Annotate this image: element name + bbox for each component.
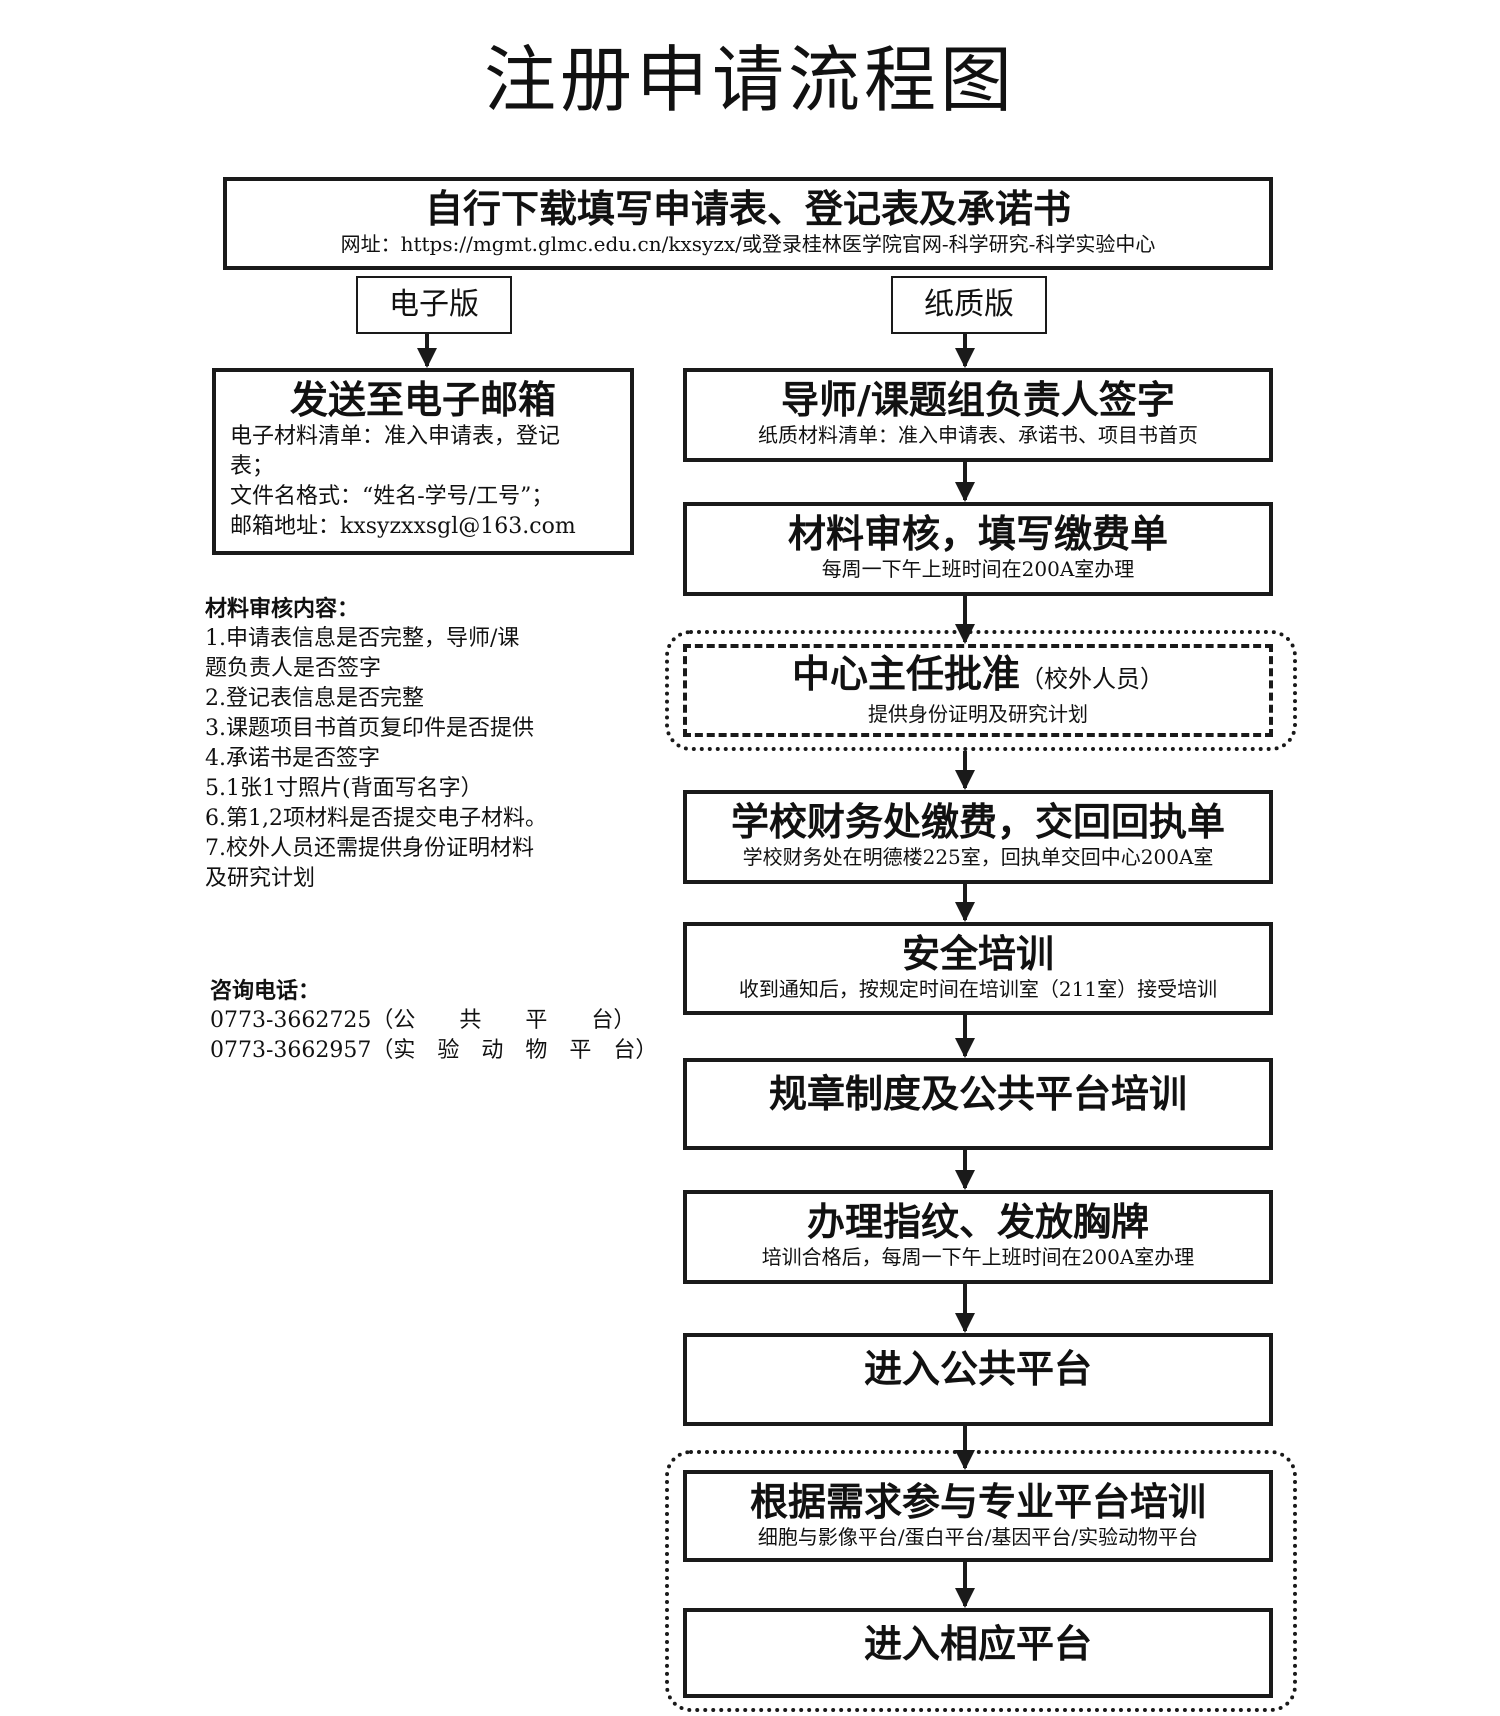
step-title-text: 中心主任批准: [791, 651, 1020, 696]
send-email-box: 发送至电子邮箱 电子材料清单：准入申请表，登记 表； 文件名格式：“姓名-学号/…: [212, 368, 634, 555]
step-title: 规章制度及公共平台培训: [768, 1071, 1187, 1116]
contact-phone-public: 0773-3662725（公 共 平 台）: [210, 1008, 636, 1033]
paper-branch-label: 纸质版: [891, 276, 1047, 334]
review-note-item: 题负责人是否签字: [205, 656, 382, 681]
email-material-list: 电子材料清单：准入申请表，登记 表； 文件名格式：“姓名-学号/工号”； 邮箱地…: [216, 422, 630, 542]
step-title: 材料审核，填写缴费单: [787, 511, 1168, 556]
review-notes-heading: 材料审核内容：: [205, 596, 360, 622]
email-line: 电子材料清单：准入申请表，登记: [230, 424, 561, 449]
email-line: 文件名格式：“姓名-学号/工号”；: [230, 484, 554, 509]
step-specialized-training: 根据需求参与专业平台培训 细胞与影像平台/蛋白平台/基因平台/实验动物平台: [683, 1470, 1273, 1562]
step-title: 办理指纹、发放胸牌: [806, 1199, 1149, 1244]
step-subtitle: 细胞与影像平台/蛋白平台/基因平台/实验动物平台: [757, 1525, 1199, 1549]
email-line: 表；: [230, 454, 275, 479]
step-rules-training: 规章制度及公共平台培训: [683, 1058, 1273, 1150]
step-fingerprint-badge: 办理指纹、发放胸牌 培训合格后，每周一下午上班时间在200A室办理: [683, 1190, 1273, 1284]
review-note-item: 及研究计划: [205, 866, 316, 891]
download-forms-title: 自行下载填写申请表、登记表及承诺书: [424, 186, 1071, 231]
step-material-review: 材料审核，填写缴费单 每周一下午上班时间在200A室办理: [683, 502, 1273, 596]
email-address: 邮箱地址：kxsyzxxsgl@163.com: [230, 514, 576, 539]
step-enter-platform: 进入相应平台: [683, 1608, 1273, 1698]
download-forms-box: 自行下载填写申请表、登记表及承诺书 网址：https://mgmt.glmc.e…: [223, 177, 1273, 270]
step-title: 进入公共平台: [863, 1346, 1092, 1391]
step-title: 学校财务处缴费，交回回执单: [730, 799, 1225, 844]
step-title: 安全培训: [901, 931, 1054, 976]
step-title: 进入相应平台: [863, 1621, 1092, 1666]
step-subtitle: 提供身份证明及研究计划: [868, 702, 1088, 726]
step-subtitle: 纸质材料清单：准入申请表、承诺书、项目书首页: [758, 423, 1198, 447]
external-personnel-group: [665, 630, 1297, 751]
contact-phone-animal: 0773-3662957（实 验 动 物 平 台）: [210, 1038, 658, 1063]
review-note-item: 6.第1,2项材料是否提交电子材料。: [205, 806, 547, 831]
specialized-platform-group: [665, 1450, 1297, 1712]
download-forms-url: 网址：https://mgmt.glmc.edu.cn/kxsyzx/或登录桂林…: [340, 232, 1156, 256]
review-note-item: 2.登记表信息是否完整: [205, 686, 424, 711]
step-supervisor-signature: 导师/课题组负责人签字 纸质材料清单：准入申请表、承诺书、项目书首页: [683, 368, 1273, 462]
contact-heading: 咨询电话：: [210, 978, 321, 1004]
step-director-approval: 中心主任批准（校外人员） 提供身份证明及研究计划: [683, 644, 1273, 737]
step-title: 中心主任批准（校外人员）: [687, 652, 1269, 701]
step-finance-payment: 学校财务处缴费，交回回执单 学校财务处在明德楼225室，回执单交回中心200A室: [683, 790, 1273, 884]
review-note-item: 1.申请表信息是否完整，导师/课: [205, 626, 520, 651]
review-note-item: 7.校外人员还需提供身份证明材料: [205, 836, 534, 861]
step-subtitle: 学校财务处在明德楼225室，回执单交回中心200A室: [742, 845, 1214, 869]
review-note-item: 5.1张1寸照片(背面写名字）: [205, 776, 483, 801]
step-safety-training: 安全培训 收到通知后，按规定时间在培训室（211室）接受培训: [683, 922, 1273, 1015]
send-email-title: 发送至电子邮箱: [289, 377, 556, 422]
step-enter-public-platform: 进入公共平台: [683, 1333, 1273, 1426]
contact-info: 咨询电话： 0773-3662725（公 共 平 台） 0773-3662957…: [210, 976, 657, 1066]
step-subtitle: 收到通知后，按规定时间在培训室（211室）接受培训: [738, 977, 1218, 1001]
page-title: 注册申请流程图: [483, 38, 1016, 122]
review-note-item: 3.课题项目书首页复印件是否提供: [205, 716, 534, 741]
review-notes: 材料审核内容： 1.申请表信息是否完整，导师/课 题负责人是否签字 2.登记表信…: [205, 594, 547, 894]
step-subtitle: 培训合格后，每周一下午上班时间在200A室办理: [761, 1245, 1195, 1269]
step-subtitle: 每周一下午上班时间在200A室办理: [821, 557, 1135, 581]
step-title: 根据需求参与专业平台培训: [749, 1479, 1206, 1524]
review-note-item: 4.承诺书是否签字: [205, 746, 380, 771]
step-note: （校外人员）: [1020, 665, 1164, 693]
electronic-branch-label: 电子版: [356, 276, 512, 334]
step-title: 导师/课题组负责人签字: [781, 377, 1175, 422]
